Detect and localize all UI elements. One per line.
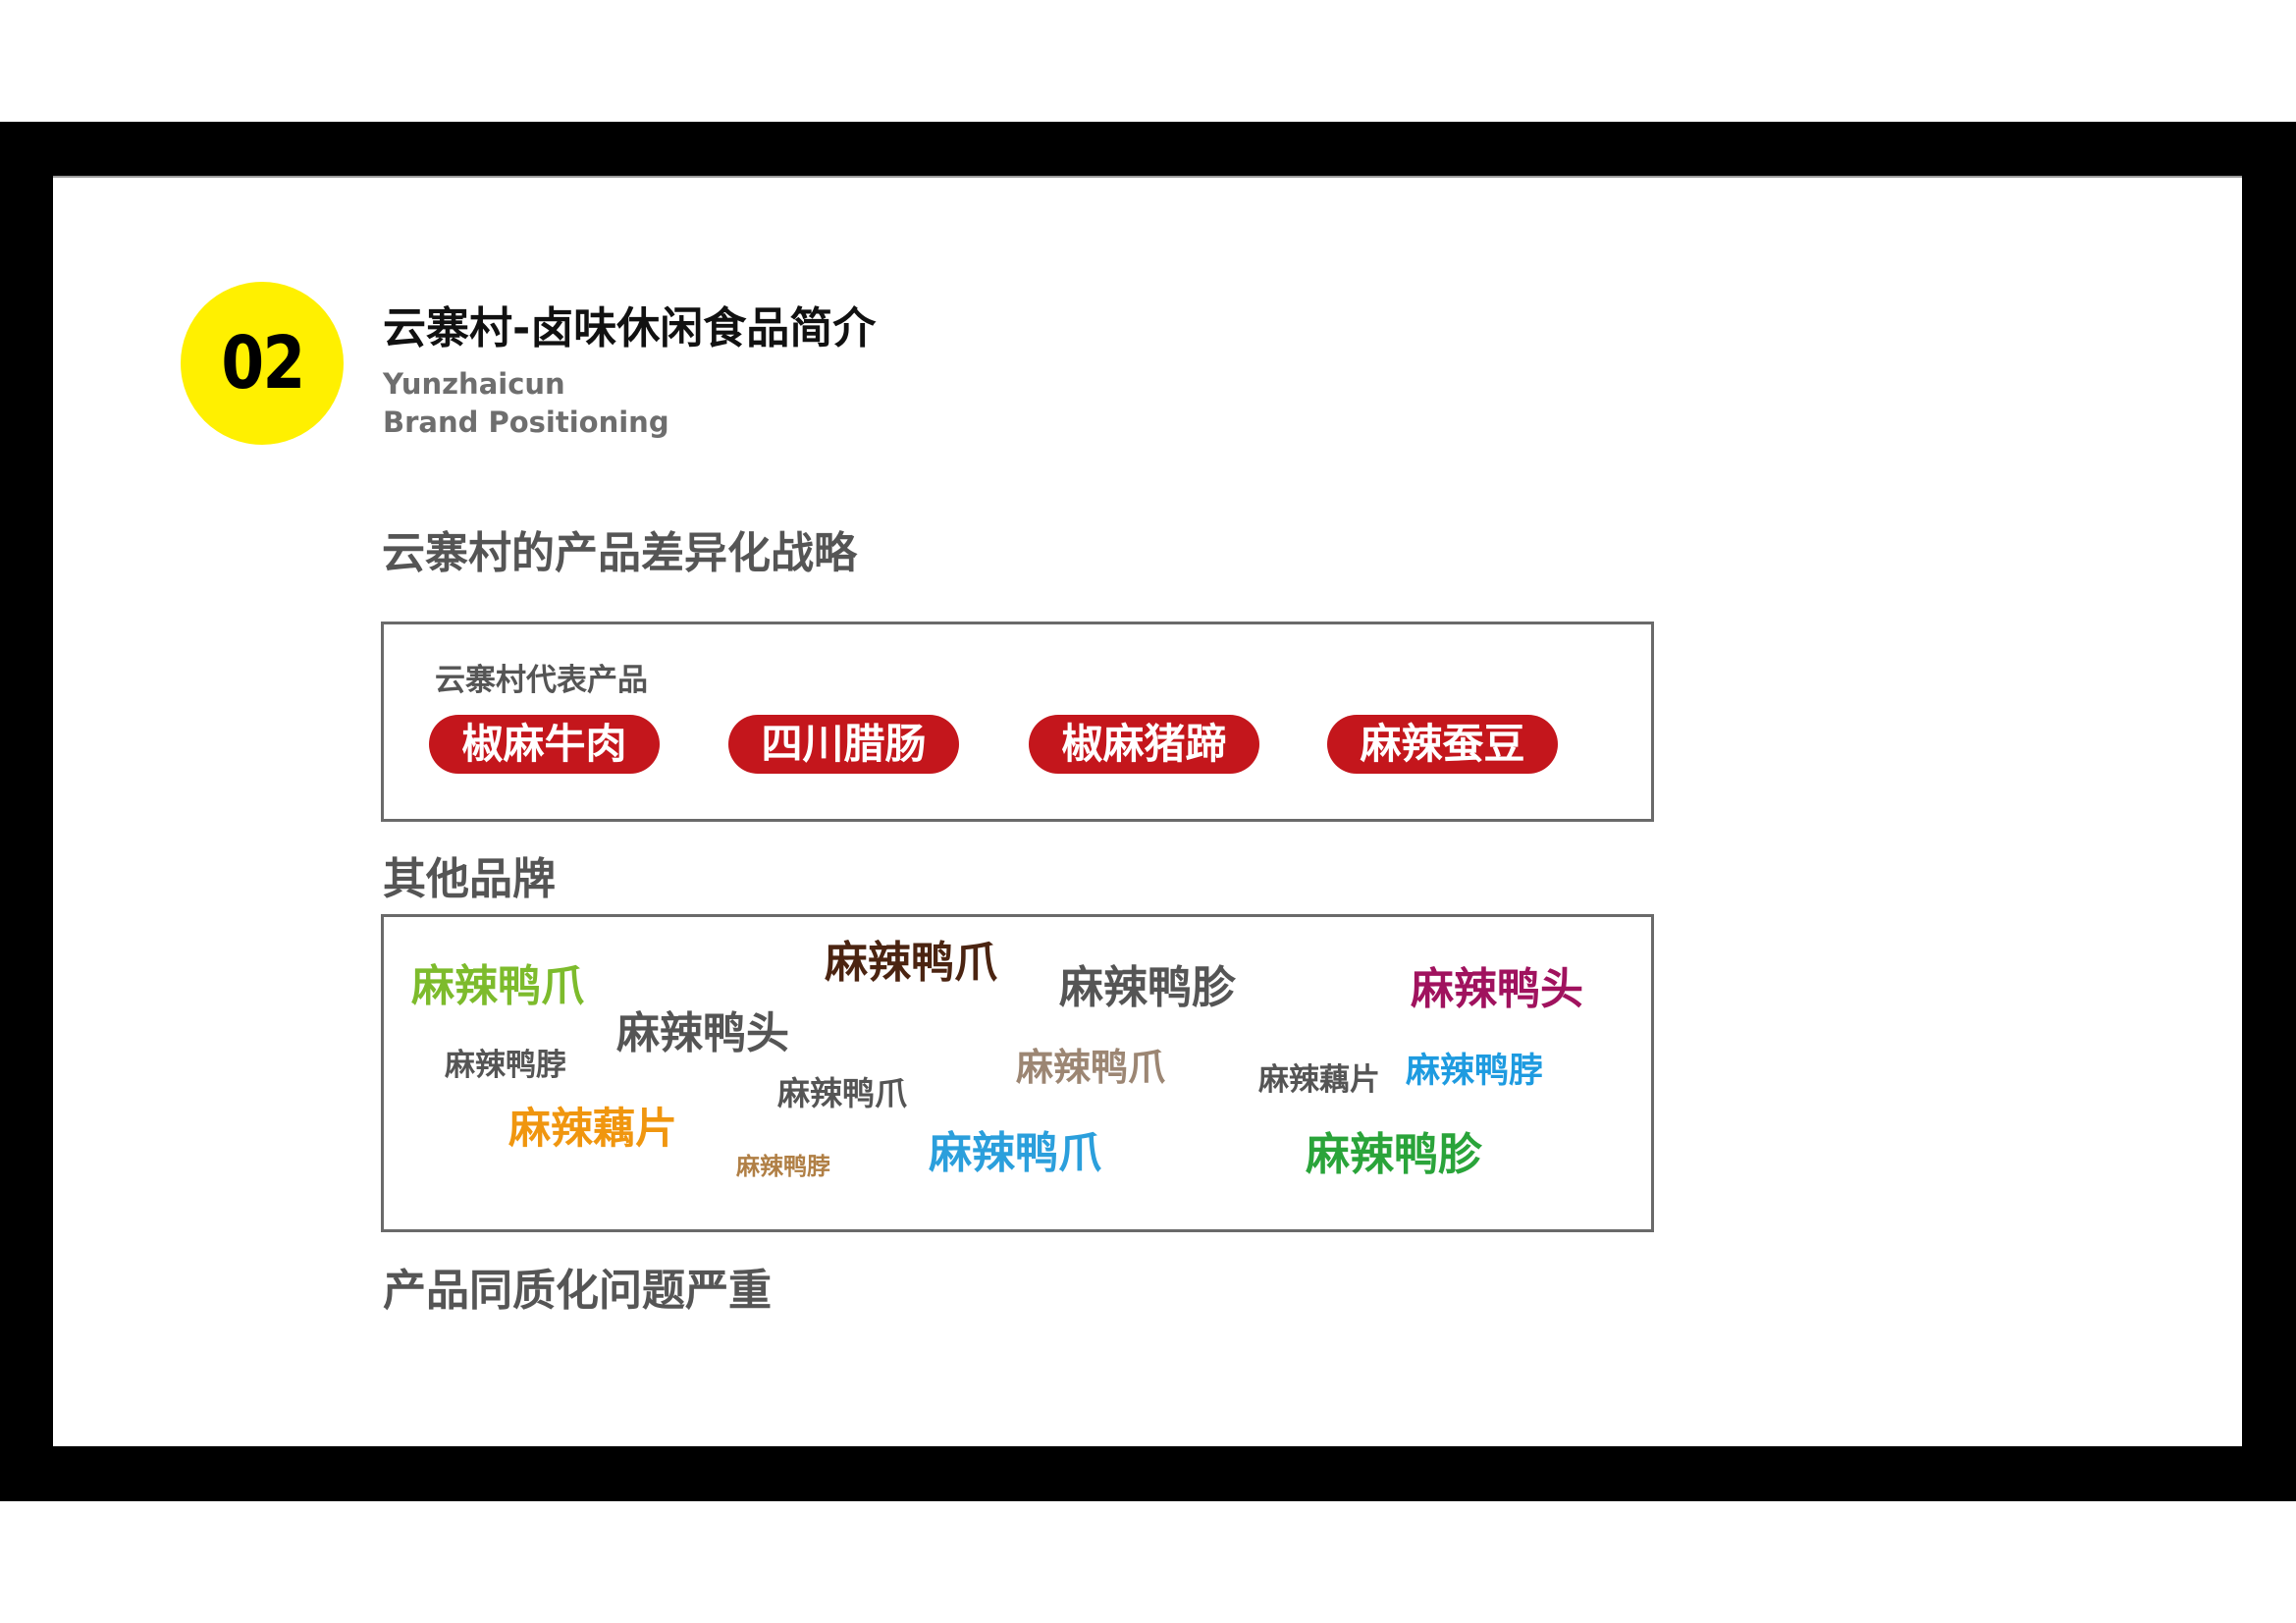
product-pill-label: 麻辣蚕豆 <box>1360 720 1525 768</box>
brand-word: 麻辣藕片 <box>508 1105 677 1154</box>
product-pill: 椒麻牛肉 <box>429 715 660 774</box>
brand-word: 麻辣鸭爪 <box>411 961 584 1011</box>
slide-subtitle-line2: Brand Positioning <box>383 406 669 439</box>
other-brands-heading: 其他品牌 <box>383 854 556 904</box>
brand-word: 麻辣鸭头 <box>1411 964 1583 1014</box>
brand-word: 麻辣鸭脖 <box>1406 1052 1544 1091</box>
product-pill-label: 四川腊肠 <box>761 720 927 768</box>
brand-word: 麻辣鸭爪 <box>777 1074 907 1112</box>
product-pill: 麻辣蚕豆 <box>1327 715 1558 774</box>
brand-word: 麻辣鸭胗 <box>1059 961 1237 1013</box>
slide-title: 云寨村-卤味休闲食品简介 <box>383 303 877 353</box>
slide-subtitle-line1: Yunzhaicun <box>383 367 565 401</box>
conclusion-text: 产品同质化问题严重 <box>383 1266 772 1316</box>
strategy-heading: 云寨村的产品差异化战略 <box>382 528 857 578</box>
representative-products-label: 云寨村代表产品 <box>435 663 648 698</box>
brand-word: 麻辣鸭爪 <box>929 1128 1101 1178</box>
section-number: 02 <box>220 321 305 406</box>
other-brands-box <box>381 914 1654 1232</box>
brand-word: 麻辣鸭爪 <box>825 938 997 988</box>
brand-word: 麻辣鸭胗 <box>1306 1128 1483 1180</box>
product-pill-label: 椒麻猪蹄 <box>1061 720 1227 768</box>
product-pill: 椒麻猪蹄 <box>1029 715 1259 774</box>
brand-word: 麻辣鸭脖 <box>736 1153 830 1180</box>
brand-word: 麻辣鸭爪 <box>1016 1046 1166 1089</box>
brand-word: 麻辣藕片 <box>1258 1062 1380 1098</box>
product-pill-label: 椒麻牛肉 <box>461 720 627 768</box>
section-number-badge: 02 <box>181 282 344 445</box>
product-pill: 四川腊肠 <box>728 715 959 774</box>
brand-word: 麻辣鸭脖 <box>445 1048 566 1083</box>
brand-word: 麻辣鸭头 <box>616 1008 789 1058</box>
